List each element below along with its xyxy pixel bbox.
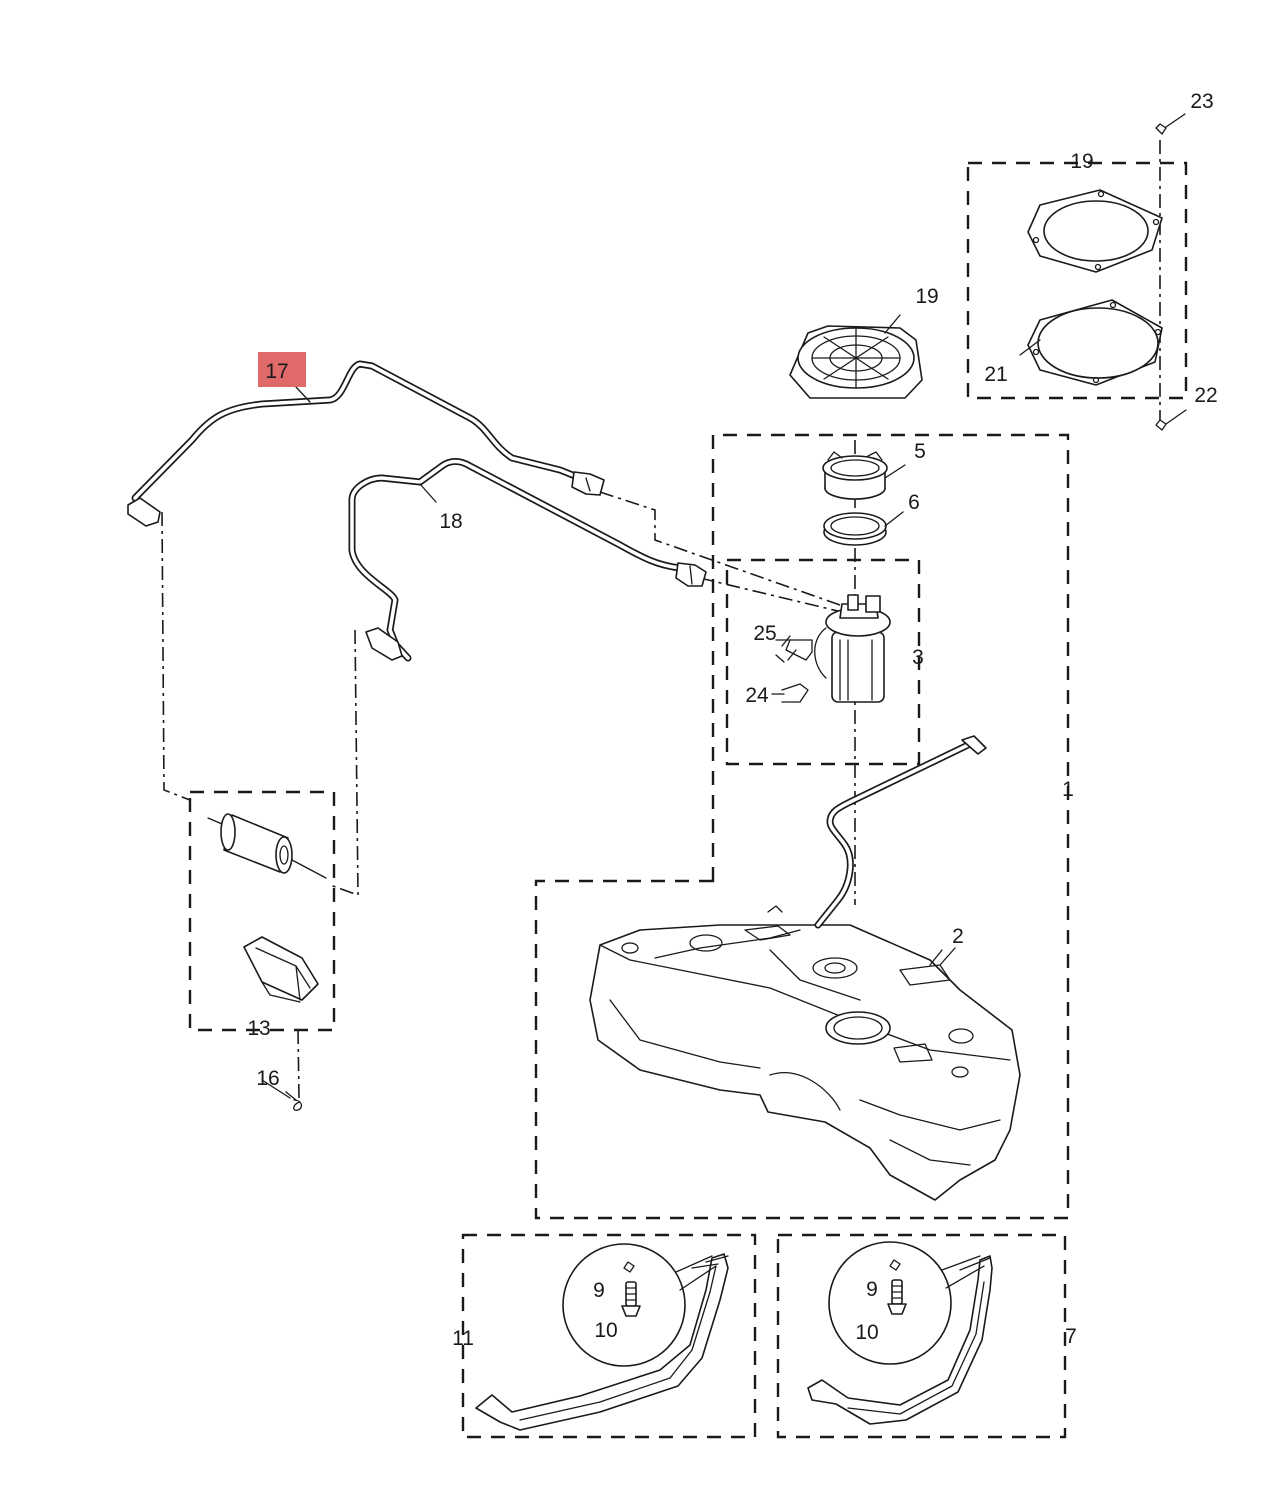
fuel-tank-2: [589, 905, 1021, 1201]
callout-25[interactable]: 25: [753, 622, 776, 645]
clip-16: [285, 1091, 303, 1111]
fuel-pump-module-3: [775, 594, 891, 703]
filter-bracket: [243, 936, 319, 1003]
callout-24[interactable]: 24: [745, 684, 769, 707]
callout-5[interactable]: 5: [914, 440, 926, 463]
callout-19-cover[interactable]: 19: [915, 285, 938, 308]
fuel-line-17: [127, 360, 605, 527]
tank-strap-11: [475, 1253, 729, 1431]
callout-21[interactable]: 21: [984, 363, 1007, 386]
callout-11[interactable]: 11: [452, 1327, 474, 1350]
seal-ring-6: [823, 511, 904, 546]
detail-circle-right: [828, 1241, 985, 1365]
callout-10-right[interactable]: 10: [855, 1321, 878, 1344]
connection-lines: [161, 140, 1161, 1099]
callout-2[interactable]: 2: [952, 925, 964, 948]
clip-22: [1155, 409, 1187, 431]
callout-labels: 1 2 3 5 6 7 9 9 10 10 11 13 16 17 18 19 …: [247, 90, 1217, 1350]
callout-22[interactable]: 22: [1194, 384, 1217, 407]
callout-9-right[interactable]: 9: [866, 1278, 878, 1301]
frame-strap-11: [461, 1233, 757, 1439]
group-frames: [188, 161, 1188, 1439]
callout-6[interactable]: 6: [908, 491, 920, 514]
callout-13[interactable]: 13: [247, 1017, 270, 1040]
frame-strap-7: [776, 1233, 1067, 1439]
clip-23: [1155, 113, 1186, 135]
leader-lines: [261, 339, 1041, 1099]
callout-18[interactable]: 18: [439, 510, 462, 533]
callout-3[interactable]: 3: [912, 646, 924, 669]
quick-connector-17-filter-end: [127, 497, 161, 527]
callout-10-left[interactable]: 10: [594, 1319, 617, 1342]
callout-17-highlight: [258, 352, 306, 387]
detail-circle-left: [562, 1243, 717, 1367]
frame-tank-assembly-1: [534, 433, 1070, 1220]
callout-7[interactable]: 7: [1065, 1325, 1077, 1348]
quick-connector-18-filter-end: [365, 627, 403, 661]
fuel-line-18: [348, 458, 707, 662]
frame-pump-module-3: [725, 558, 921, 766]
callout-19-kit[interactable]: 19: [1070, 150, 1093, 173]
callout-16[interactable]: 16: [256, 1067, 279, 1090]
callout-1[interactable]: 1: [1062, 778, 1074, 801]
frame-filter-kit-13: [188, 790, 336, 1032]
frame-gasket-kit-19: [966, 161, 1188, 400]
callout-23[interactable]: 23: [1190, 90, 1213, 113]
callout-17[interactable]: 17: [265, 360, 288, 383]
lock-ring-5: [822, 451, 906, 500]
fuel-filter-13: [207, 813, 327, 879]
gasket-upper: [1027, 189, 1163, 273]
vent-line: [814, 735, 987, 929]
pump-access-cover-19: [789, 314, 923, 399]
gasket-lower-21: [1027, 299, 1163, 386]
tank-strap-7: [807, 1255, 993, 1425]
callout-9-left[interactable]: 9: [593, 1279, 605, 1302]
